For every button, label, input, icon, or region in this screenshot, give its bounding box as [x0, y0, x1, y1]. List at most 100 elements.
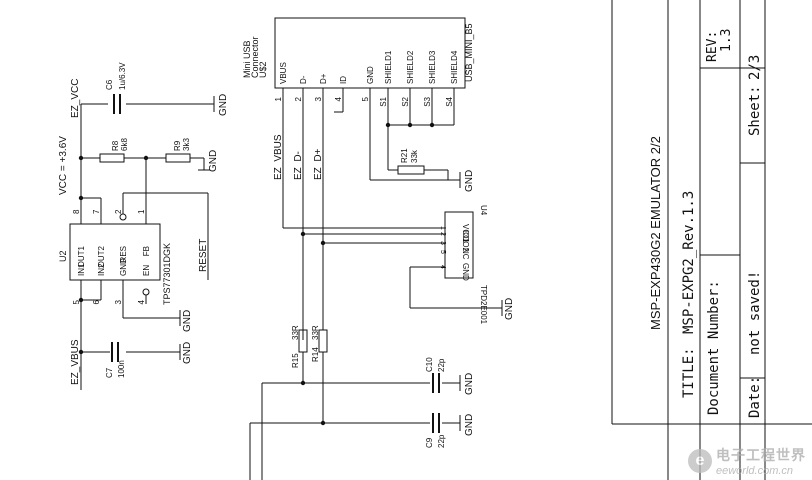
net-ez-dp: EZ_D+ [313, 148, 324, 180]
gnd-label-u2: GND [182, 310, 193, 332]
rev-label: REV: [705, 31, 720, 62]
regulator-pin-number: 8 [72, 209, 81, 214]
usb-pin-name: SHIELD3 [428, 50, 437, 84]
usb-pin-number: S3 [423, 96, 432, 106]
tvs-body [444, 211, 474, 279]
regulator-pin-name: GND [119, 258, 128, 276]
usb-desc-2: Connector [250, 36, 260, 78]
regulator-ref: U2 [58, 250, 68, 262]
regulator-pin-name: FB [142, 246, 151, 256]
gnd-label-c6: GND [218, 94, 229, 116]
sheet-label: Sheet: [747, 85, 763, 136]
r21-ref: R21 [400, 148, 409, 163]
title-label: TITLE: [681, 347, 697, 398]
regulator-wiring [80, 96, 215, 390]
r9-ref: R9 [173, 140, 182, 151]
tvs-gnd-wiring [409, 266, 503, 316]
net-ez-vbus: EZ_VBUS [273, 134, 284, 180]
gnd-label-c9: GND [464, 414, 475, 436]
regulator-body [69, 223, 161, 281]
regulator-pin-name: OUT2 [97, 245, 106, 267]
net-reset: RESET [198, 239, 209, 272]
c6-symbol [113, 94, 121, 114]
watermark: e 电子工程世界 eeworld.com.cn [688, 445, 806, 477]
sheet-title: MSP-EXP430G2 EMULATOR 2/2 [648, 136, 663, 330]
c7-symbol [111, 342, 119, 362]
regulator-pin-number: 7 [92, 209, 101, 214]
rev-value: 1.3 [719, 29, 734, 52]
c10-symbol [432, 373, 440, 393]
usb-pin-name: SHIELD2 [406, 50, 415, 84]
regulator-pin-number: 6 [92, 299, 101, 304]
gnd-label-usb: GND [464, 170, 475, 192]
tvs-pin-name: IO2 [461, 239, 470, 252]
r21-value: 33k [410, 149, 419, 163]
c7-value: 100n [117, 360, 126, 378]
tvs-pin-name: IO1 [461, 230, 470, 243]
usb-ref: U$2 [258, 61, 268, 78]
regulator-pin-name: EN [142, 265, 151, 276]
title-block [611, 0, 812, 480]
tvs-pin-name: NC [461, 248, 470, 260]
gnd-label-c7: GND [182, 342, 193, 364]
c7-ref: C7 [105, 367, 114, 378]
date-value: not saved! [747, 271, 763, 355]
regulator-pin-name: IN1 [77, 263, 86, 276]
junction-dots [78, 122, 435, 426]
c9-value: 22p [437, 434, 446, 448]
usb-pin-name: ID [339, 76, 348, 84]
regulator-pin-number: 5 [72, 299, 81, 304]
usb-pin-name: GND [366, 66, 375, 84]
r21-body [397, 165, 425, 175]
c10-ref: C10 [425, 357, 434, 372]
regulator-pin-number: 3 [114, 299, 123, 304]
watermark-en: eeworld.com.cn [716, 465, 794, 477]
lower-wiring [249, 352, 461, 480]
usb-pin-name: SHIELD1 [384, 50, 393, 84]
tvs-pin-number: 2 [439, 232, 446, 236]
tvs-part: TPD2E001 [479, 285, 488, 325]
c6-ref: C6 [105, 79, 114, 90]
r14-body [318, 329, 328, 353]
date-label: Date: [747, 376, 763, 418]
usb-pin-number: S2 [401, 96, 410, 106]
net-ez-vbus-left: EZ_VBUS [70, 339, 81, 385]
r8-value: 6k8 [120, 138, 129, 151]
en-pin-bubble [142, 288, 150, 296]
regulator-pin-name: IN2 [97, 263, 106, 276]
r8-ref: R8 [111, 140, 120, 151]
r15-ref: R15 [291, 353, 300, 368]
usb-pin-number: 4 [334, 96, 343, 101]
gnd-label-tvs: GND [504, 298, 515, 320]
net-ez-vcc: EZ_VCC [70, 79, 81, 118]
net-ez-dm: EZ_D- [293, 151, 304, 180]
tvs-pin-number: 5 [439, 250, 446, 254]
c9-ref: C9 [425, 437, 434, 448]
r9-value: 3k3 [182, 138, 191, 151]
watermark-logo-icon: e [688, 449, 712, 473]
regulator-pin-name: RES [119, 246, 128, 262]
regulator-pin-number: 1 [137, 209, 146, 214]
r8-body [99, 153, 125, 163]
r14-value: 33R [311, 325, 320, 340]
usb-pin-name: D- [299, 75, 308, 84]
usb-pin-number: 5 [361, 96, 370, 101]
tvs-pin-number: 1 [439, 226, 446, 230]
tvs-ref: U4 [479, 205, 488, 216]
usb-pin-name: D+ [319, 73, 328, 84]
r14-ref: R14 [311, 347, 320, 362]
watermark-cn: 电子工程世界 [716, 448, 806, 464]
regulator-pin-name: OUT1 [77, 245, 86, 267]
usb-desc-1: Mini USB [242, 40, 252, 78]
usb-pin-name: SHIELD4 [450, 50, 459, 84]
c6-value: 1u/6.3V [118, 62, 127, 90]
tvs-pin-name: VCC [461, 224, 470, 241]
gnd-label-r9: GND [208, 150, 219, 172]
usb-pin-number: S1 [379, 96, 388, 106]
usb-part: USB_MINI_B5 [464, 23, 474, 82]
usb-pin-number: 3 [314, 96, 323, 101]
